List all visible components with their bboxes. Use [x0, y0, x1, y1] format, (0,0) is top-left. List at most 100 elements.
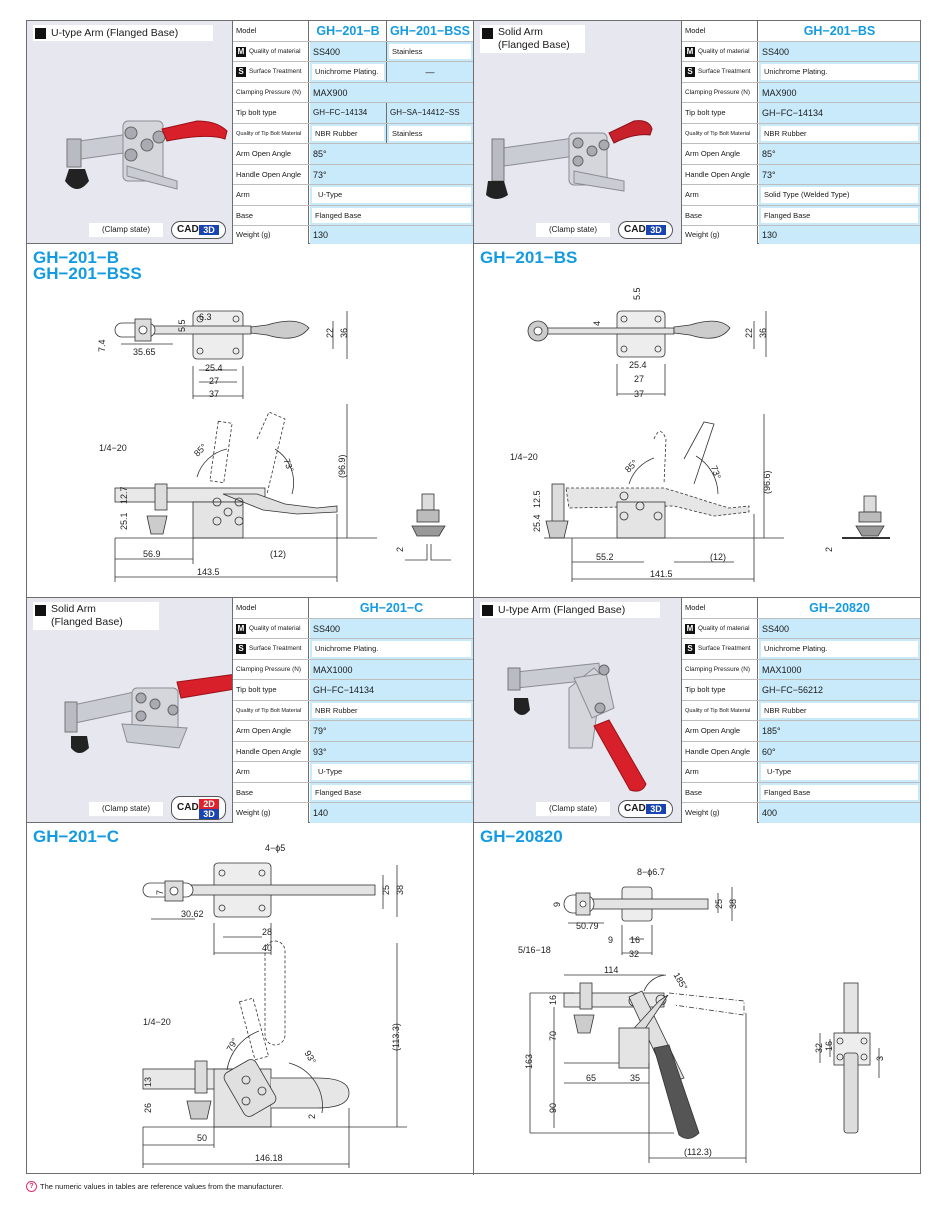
angle-label: 85° [192, 442, 209, 459]
material-m-icon: M [236, 46, 246, 57]
model-gh-201-c[interactable]: GH−201−C [310, 598, 473, 618]
model-gh-20820[interactable]: GH−20820 [759, 598, 920, 618]
dim-label: 9 [552, 902, 562, 907]
dim-label: 7 [155, 890, 165, 895]
dim-label: 2 [824, 547, 834, 552]
spec-row-model: Model GH−201−BS [682, 21, 920, 42]
dim-label: 30.62 [181, 909, 204, 919]
hole-spec-label: 4−ϕ5 [265, 843, 285, 853]
dim-label: 3 [875, 1056, 885, 1061]
dim-label: (96.6) [762, 470, 772, 494]
dim-label: 2 [395, 547, 405, 552]
model-gh-201-b[interactable]: GH−201−B [310, 21, 386, 41]
dim-label: 28 [262, 927, 272, 937]
drawing-row-2: GH−201−C [27, 823, 920, 1175]
dim-label: 16 [630, 935, 640, 945]
dim-label: 56.9 [143, 549, 161, 559]
photo-title: U-type Arm (Flanged Base) [480, 602, 660, 618]
thread-label: 1/4−20 [143, 1017, 171, 1027]
dim-label: 55.2 [596, 552, 614, 562]
dim-label: 36 [758, 328, 768, 338]
spec-row-1: U-type Arm (Flanged Base) (Clamp state) … [27, 21, 920, 244]
dim-label: 27 [209, 376, 219, 386]
square-bullet-icon [482, 28, 493, 39]
cad-3d-badge: 3D [646, 804, 666, 814]
dim-label: 16 [548, 995, 558, 1005]
photo-title: U-type Arm (Flanged Base) [33, 25, 213, 41]
dim-label: 25 [714, 899, 724, 909]
dim-label: (12) [710, 552, 726, 562]
dim-label: (96.9) [337, 454, 347, 478]
dim-label: 37 [634, 389, 644, 399]
toggle-clamp-image [486, 120, 653, 199]
dim-label: 70 [548, 1031, 558, 1041]
spec-row-2: Solid Arm(Flanged Base) (Clamp state) CA… [27, 598, 920, 823]
clamp-state-caption: (Clamp state) [89, 802, 163, 816]
dim-label: 50.79 [576, 921, 599, 931]
square-bullet-icon [482, 605, 493, 616]
drawing-title: GH−201−C [33, 827, 119, 846]
dim-label: 4 [592, 321, 602, 326]
spec-row-tip-material: Quality of Tip Bolt Material NBR Rubber [682, 123, 920, 144]
dim-label: 36 [339, 328, 349, 338]
dim-label: 5.5 [177, 319, 187, 332]
angle-label: 73° [282, 457, 296, 474]
dimension-drawing: 5.5 4 22 36 25.4 27 37 1/4−20 85° 73° (9… [510, 287, 890, 582]
dim-label: 50 [197, 1133, 207, 1143]
dim-label: 90 [548, 1103, 558, 1113]
product-photo: Solid Arm(Flanged Base) (Clamp state) CA… [27, 598, 232, 822]
surface-s-icon: S [685, 644, 695, 654]
drawing-title: GH−201−BS [480, 248, 578, 267]
model-gh-201-bs[interactable]: GH−201−BS [759, 21, 920, 41]
dim-label: 38 [395, 885, 405, 895]
product-photo: Solid Arm(Flanged Base) (Clamp state) CA… [474, 21, 681, 243]
spec-row-handle-angle: Handle Open Angle 73° [233, 164, 473, 185]
product-photo: U-type Arm (Flanged Base) (Clamp state) … [27, 21, 232, 243]
dim-label: 7.4 [97, 339, 107, 352]
dim-label: 25.4 [205, 363, 223, 373]
clamp-state-caption: (Clamp state) [536, 223, 610, 237]
spec-row-tip-bolt: Tip bolt type GH−FC−14134 GH−SA−14412−SS [233, 103, 473, 124]
spec-row-weight: Weight (g)400 [682, 803, 920, 823]
spec-row-pressure: Clamping Pressure (N)MAX1000 [233, 659, 473, 680]
spec-row-handle-angle: Handle Open Angle 73° [682, 164, 920, 185]
spec-row-weight: Weight (g)140 [233, 803, 473, 823]
drawing-gh-201-bs: GH−201−BS [474, 244, 920, 597]
dim-label: 32 [814, 1043, 824, 1053]
hole-spec-label: 8−ϕ6.7 [637, 867, 665, 877]
dim-label: 143.5 [197, 567, 220, 577]
material-m-icon: M [236, 623, 246, 634]
spec-row-base: Base Flanged Base [682, 205, 920, 226]
dim-label: (113.3) [391, 1023, 401, 1051]
spec-row-model: Model GH−201−B GH−201−BSS [233, 21, 473, 42]
material-m-icon: M [685, 46, 695, 57]
surface-s-icon: S [236, 67, 246, 77]
model-gh-201-bss[interactable]: GH−201−BSS [386, 21, 473, 41]
dim-label: 35 [630, 1073, 640, 1083]
dim-label: 141.5 [650, 569, 673, 579]
spec-row-weight: Weight (g) 130 [682, 226, 920, 244]
thread-label: 1/4−20 [510, 452, 538, 462]
surface-s-icon: S [685, 67, 695, 77]
square-bullet-icon [35, 28, 46, 39]
